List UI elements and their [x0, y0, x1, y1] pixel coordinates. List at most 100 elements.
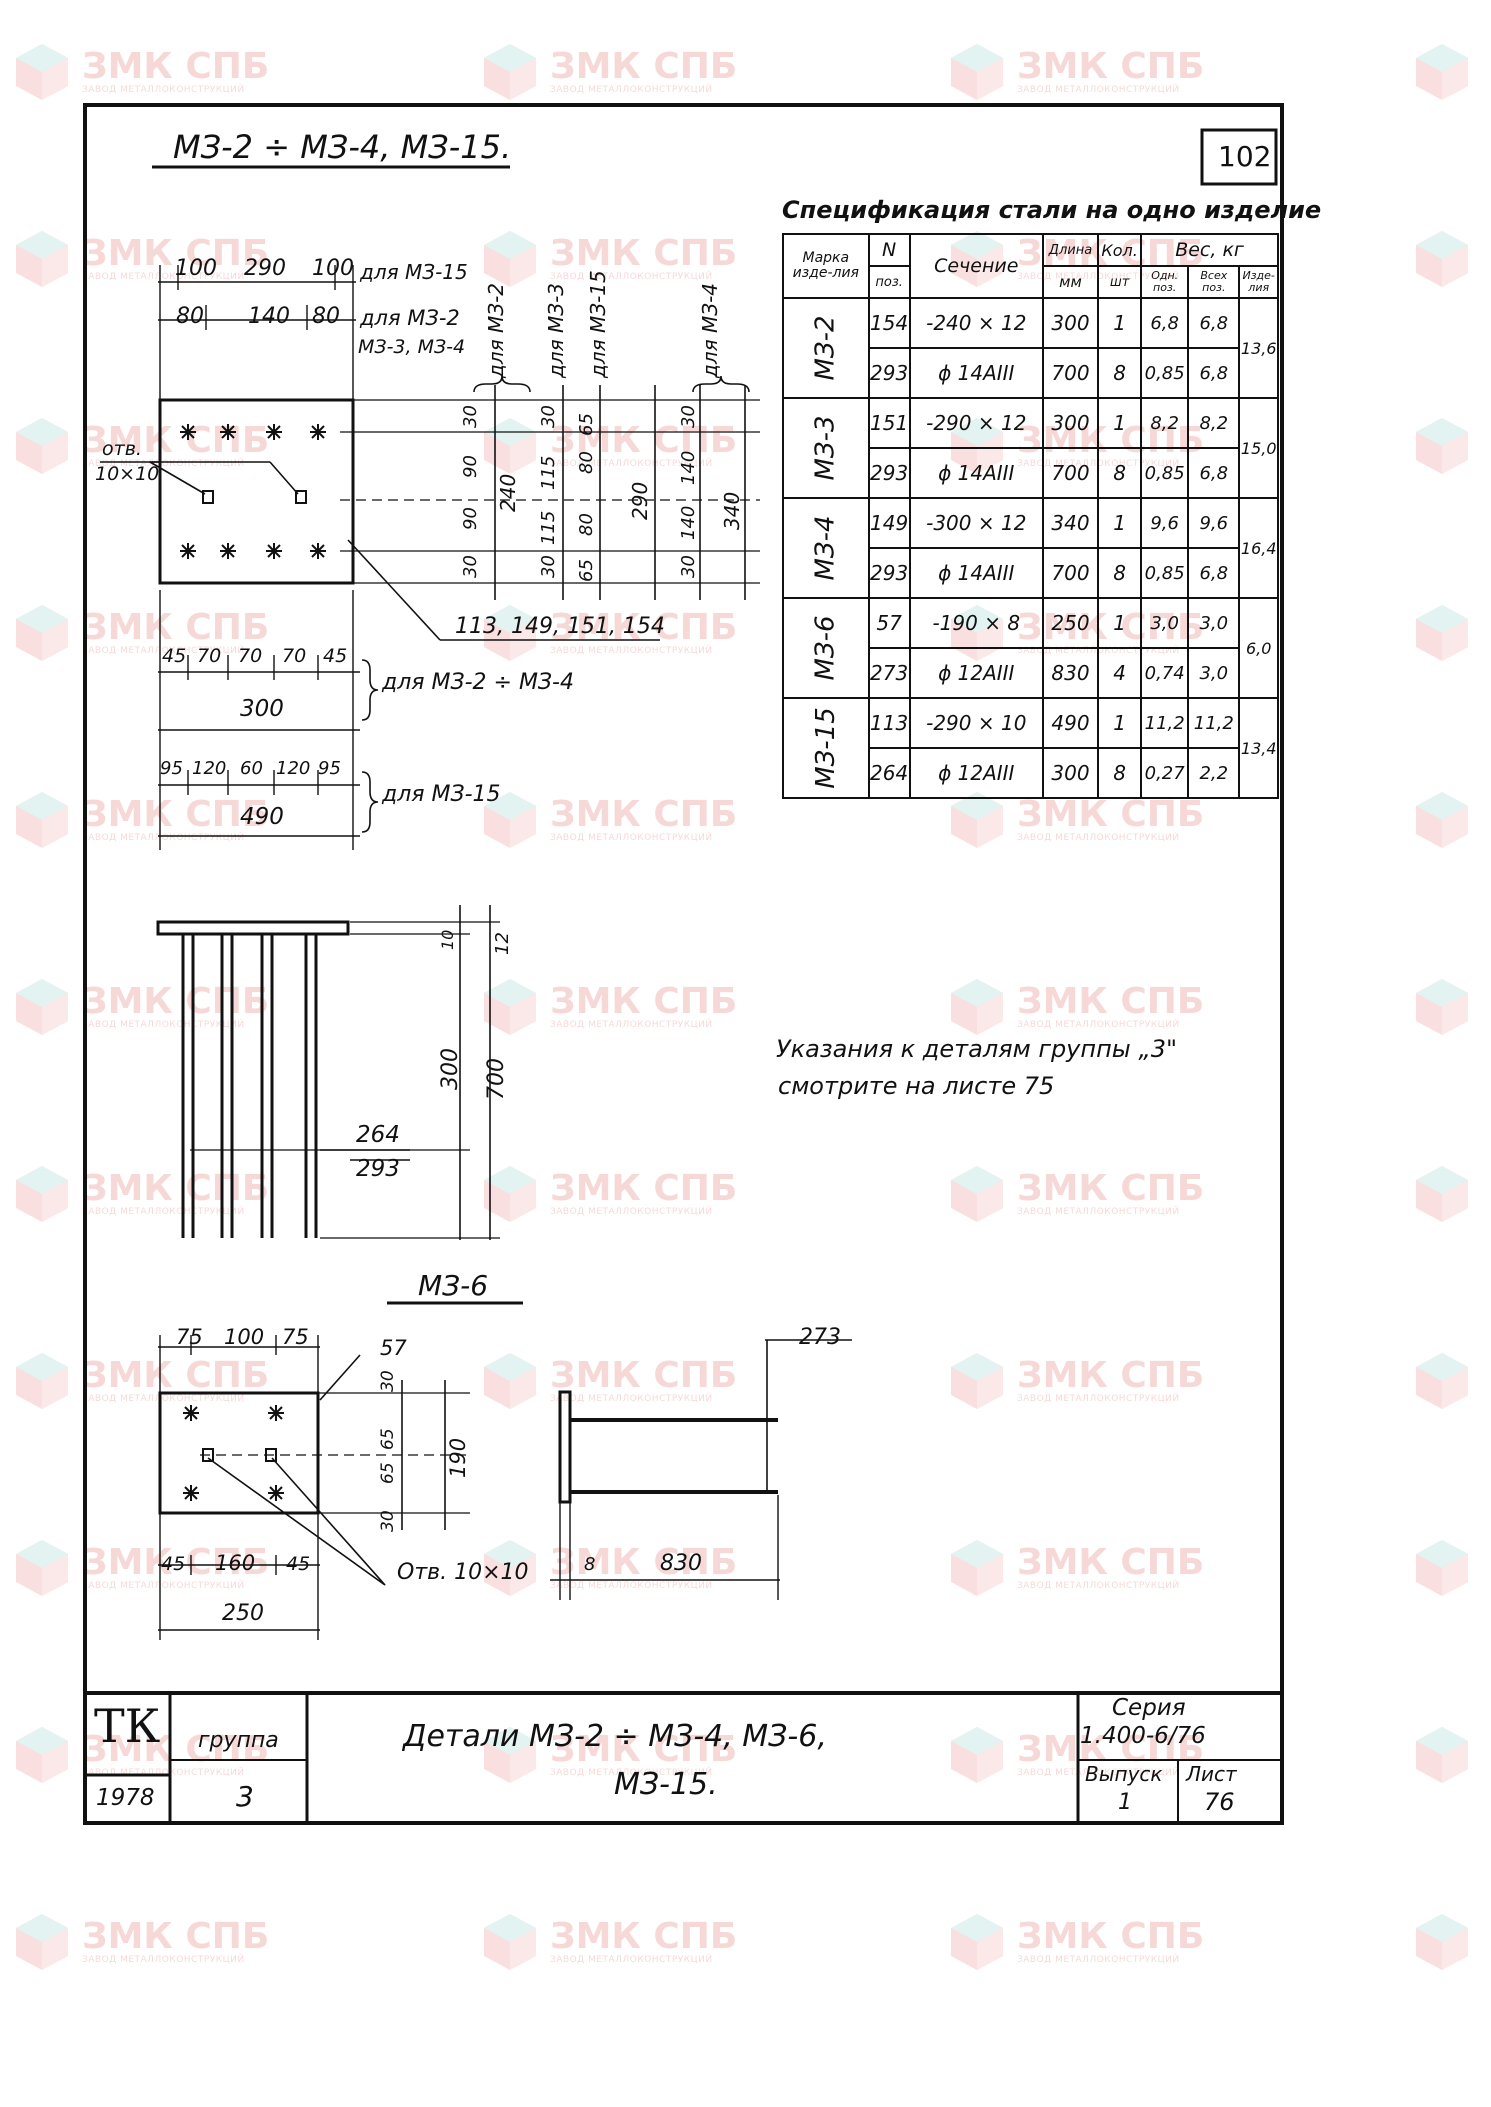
watermark-logo-icon	[1416, 979, 1468, 1035]
watermark-brand: ЗМК СПБ	[82, 794, 270, 835]
watermark-logo-icon	[16, 1166, 68, 1222]
watermark-logo-icon	[1416, 1727, 1468, 1783]
spec-pos: 293	[867, 447, 911, 499]
mz6-side-d8: 8	[584, 1554, 596, 1575]
mz6-dtop-c: 75	[282, 1325, 309, 1349]
watermark-logo-icon	[484, 1727, 536, 1783]
spec-h-qty-unit: шт	[1097, 265, 1143, 299]
plate-callout: 113, 149, 151, 154	[455, 614, 665, 639]
spec-mark-cell: МЗ-15	[782, 697, 870, 799]
watermark-tagline: ЗАВОД МЕТАЛЛОКОНСТРУКЦИЙ	[1017, 1955, 1180, 1965]
spec-qty: 8	[1097, 447, 1143, 499]
watermark-brand: ЗМК СПБ	[82, 1542, 270, 1583]
watermark-brand: ЗМК СПБ	[1017, 1916, 1205, 1957]
spec-pos: 293	[867, 347, 911, 399]
watermark-tagline: ЗАВОД МЕТАЛЛОКОНСТРУКЦИЙ	[550, 272, 713, 282]
mz6-dtop-b: 100	[224, 1325, 265, 1349]
side-d700: 700	[484, 1058, 509, 1100]
side-d12: 12	[492, 932, 513, 955]
hole-label-1: отв.	[102, 438, 142, 460]
note-line1: Указания к деталям группы „3"	[776, 1035, 1178, 1063]
side-pos-264: 264	[356, 1122, 400, 1148]
spec-length: 700	[1041, 347, 1100, 399]
watermark-logo-icon	[16, 979, 68, 1035]
watermark-brand: ЗМК СПБ	[82, 607, 270, 648]
watermark-logo-icon	[484, 1914, 536, 1970]
hole-label-2: 10×10	[95, 463, 160, 485]
mz6-dv2: 65	[378, 1428, 398, 1450]
spec-length: 700	[1041, 447, 1100, 499]
watermark-tagline: ЗАВОД МЕТАЛЛОКОНСТРУКЦИЙ	[82, 833, 245, 843]
dim-top1-b: 290	[244, 256, 286, 281]
spec-length: 490	[1041, 697, 1100, 749]
side-d300: 300	[438, 1048, 463, 1090]
dim-top2-c: 80	[312, 304, 340, 329]
spec-w-one: 9,6	[1140, 497, 1190, 549]
spec-w-all: 3,0	[1187, 597, 1241, 649]
c1-d1: 30	[460, 405, 481, 428]
watermark-tagline: ЗАВОД МЕТАЛЛОКОНСТРУКЦИЙ	[1017, 1207, 1180, 1217]
mz6-side-d830: 830	[660, 1551, 702, 1576]
watermark-brand: ЗМК СПБ	[550, 1168, 738, 1209]
spec-pos: 154	[867, 297, 911, 349]
spec-h-qty: Кол.	[1097, 233, 1143, 267]
watermark-logo-icon	[16, 792, 68, 848]
watermark-brand: ЗМК СПБ	[550, 46, 738, 87]
watermark-logo-icon	[1416, 1166, 1468, 1222]
watermark-logo-icon	[484, 605, 536, 661]
title-block-issue-label: Выпуск	[1085, 1762, 1163, 1786]
watermark-tagline: ЗАВОД МЕТАЛЛОКОНСТРУКЦИЙ	[550, 85, 713, 95]
watermark-brand: ЗМК СПБ	[550, 233, 738, 274]
watermark-logo-icon	[484, 1540, 536, 1596]
spec-pos: 149	[867, 497, 911, 549]
spec-section: -240 × 12	[908, 297, 1044, 349]
spec-w-all: 6,8	[1187, 547, 1241, 599]
mz6-pos-57: 57	[380, 1336, 407, 1360]
mz6-pos-273: 273	[799, 1325, 841, 1350]
label-mz15-top: для МЗ-15	[360, 260, 468, 284]
watermark-tagline: ЗАВОД МЕТАЛЛОКОНСТРУКЦИЙ	[1017, 1581, 1180, 1591]
watermark-logo-icon	[16, 1914, 68, 1970]
watermark-stamp	[1410, 1536, 1474, 1600]
c1-d3: 90	[460, 507, 481, 530]
spec-section: ϕ 14АIII	[908, 347, 1044, 399]
watermark-tagline: ЗАВОД МЕТАЛЛОКОНСТРУКЦИЙ	[1017, 85, 1180, 95]
watermark-brand: ЗМК СПБ	[82, 233, 270, 274]
mz6-dtop-a: 75	[176, 1325, 203, 1349]
watermark-brand: ЗМК СПБ	[550, 1355, 738, 1396]
watermark-logo-icon	[1416, 792, 1468, 848]
sheet-frame	[83, 103, 1284, 1825]
spec-section: ϕ 14АIII	[908, 547, 1044, 599]
watermark-tagline: ЗАВОД МЕТАЛЛОКОНСТРУКЦИЙ	[82, 1768, 245, 1778]
watermark-stamp	[1410, 601, 1474, 665]
spec-qty: 4	[1097, 647, 1143, 699]
db2-total: 490	[240, 804, 284, 830]
watermark-logo-icon	[16, 1353, 68, 1409]
spec-w-all: 8,2	[1187, 397, 1241, 449]
title-block-year: 1978	[96, 1785, 155, 1811]
spec-h-weight: Вес, кг	[1140, 233, 1279, 267]
spec-h-length-unit: мм	[1041, 265, 1100, 299]
watermark-tagline: ЗАВОД МЕТАЛЛОКОНСТРУКЦИЙ	[550, 1581, 713, 1591]
c2-d1: 30	[538, 405, 559, 428]
watermark-logo-icon	[1416, 1914, 1468, 1970]
spec-length: 300	[1041, 397, 1100, 449]
watermark-stamp	[1410, 1723, 1474, 1787]
label-mz2: для МЗ-2	[360, 306, 460, 330]
